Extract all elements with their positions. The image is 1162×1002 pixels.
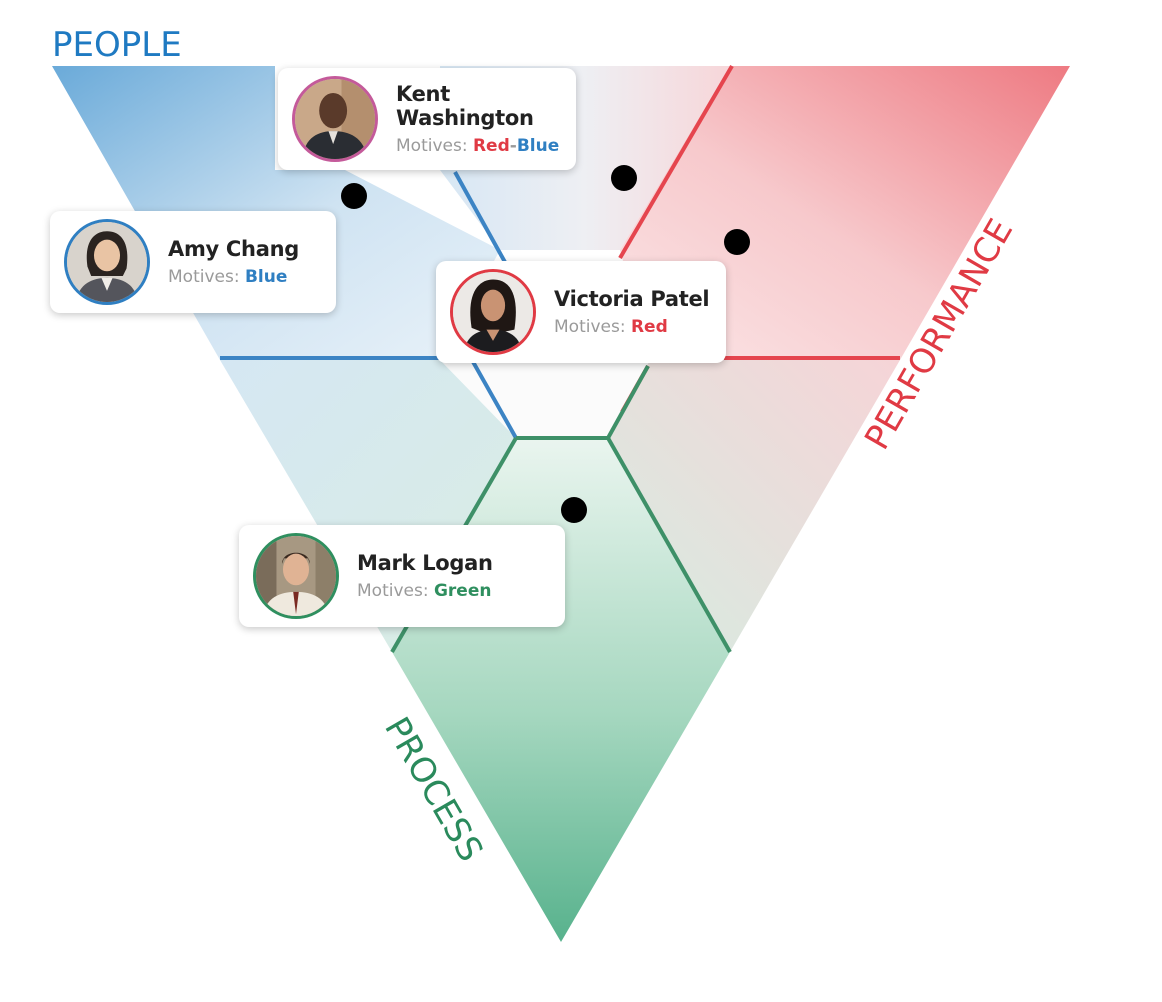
pointer-dot-mark — [561, 497, 587, 523]
motive-value: Red — [630, 317, 668, 337]
avatar-kent — [292, 76, 378, 162]
person-card-mark[interactable]: Mark Logan Motives: Green — [239, 525, 565, 627]
avatar-mark — [253, 533, 339, 619]
avatar-amy — [64, 219, 150, 305]
person-card-amy[interactable]: Amy Chang Motives: Blue — [50, 211, 336, 313]
person-card-victoria[interactable]: Victoria Patel Motives: Red — [436, 261, 726, 363]
motives-prefix: Motives: — [357, 581, 429, 601]
region-center — [440, 360, 650, 438]
divider-green-right — [606, 437, 732, 653]
region-blue-green — [220, 360, 516, 652]
person-photo-icon — [453, 272, 533, 352]
motives-line: Motives: Red-Blue — [396, 136, 576, 156]
motive-separator: - — [509, 136, 517, 156]
person-photo-icon — [295, 79, 375, 159]
person-card-kent[interactable]: Kent Washington Motives: Red-Blue — [278, 68, 576, 170]
motives-line: Motives: Green — [357, 581, 493, 601]
person-photo-icon — [67, 222, 147, 302]
motive-value: Green — [433, 581, 492, 601]
person-photo-icon — [256, 536, 336, 616]
person-name: Kent Washington — [396, 82, 534, 130]
person-name: Mark Logan — [357, 551, 493, 575]
motives-prefix: Motives: — [168, 267, 240, 287]
pointer-dot-amy — [341, 183, 367, 209]
motives-prefix: Motives: — [396, 136, 468, 156]
motive-value: Red — [472, 136, 510, 156]
pointer-dot-victoria — [724, 229, 750, 255]
axis-label-people: PEOPLE — [52, 25, 182, 65]
divider-blue-lower — [470, 359, 518, 439]
motives-prefix: Motives: — [554, 317, 626, 337]
person-name: Amy Chang — [168, 237, 299, 261]
pointer-dot-kent — [611, 165, 637, 191]
avatar-victoria — [450, 269, 536, 355]
person-name: Victoria Patel — [554, 287, 710, 311]
region-red-green — [608, 360, 900, 652]
motives-line: Motives: Blue — [168, 267, 299, 287]
region-red — [620, 66, 1070, 360]
divider-red-upper — [618, 64, 734, 260]
motive-value: Blue — [244, 267, 288, 287]
divider-green-red — [606, 365, 650, 439]
motive-value: Blue — [516, 136, 560, 156]
motives-line: Motives: Red — [554, 317, 709, 337]
